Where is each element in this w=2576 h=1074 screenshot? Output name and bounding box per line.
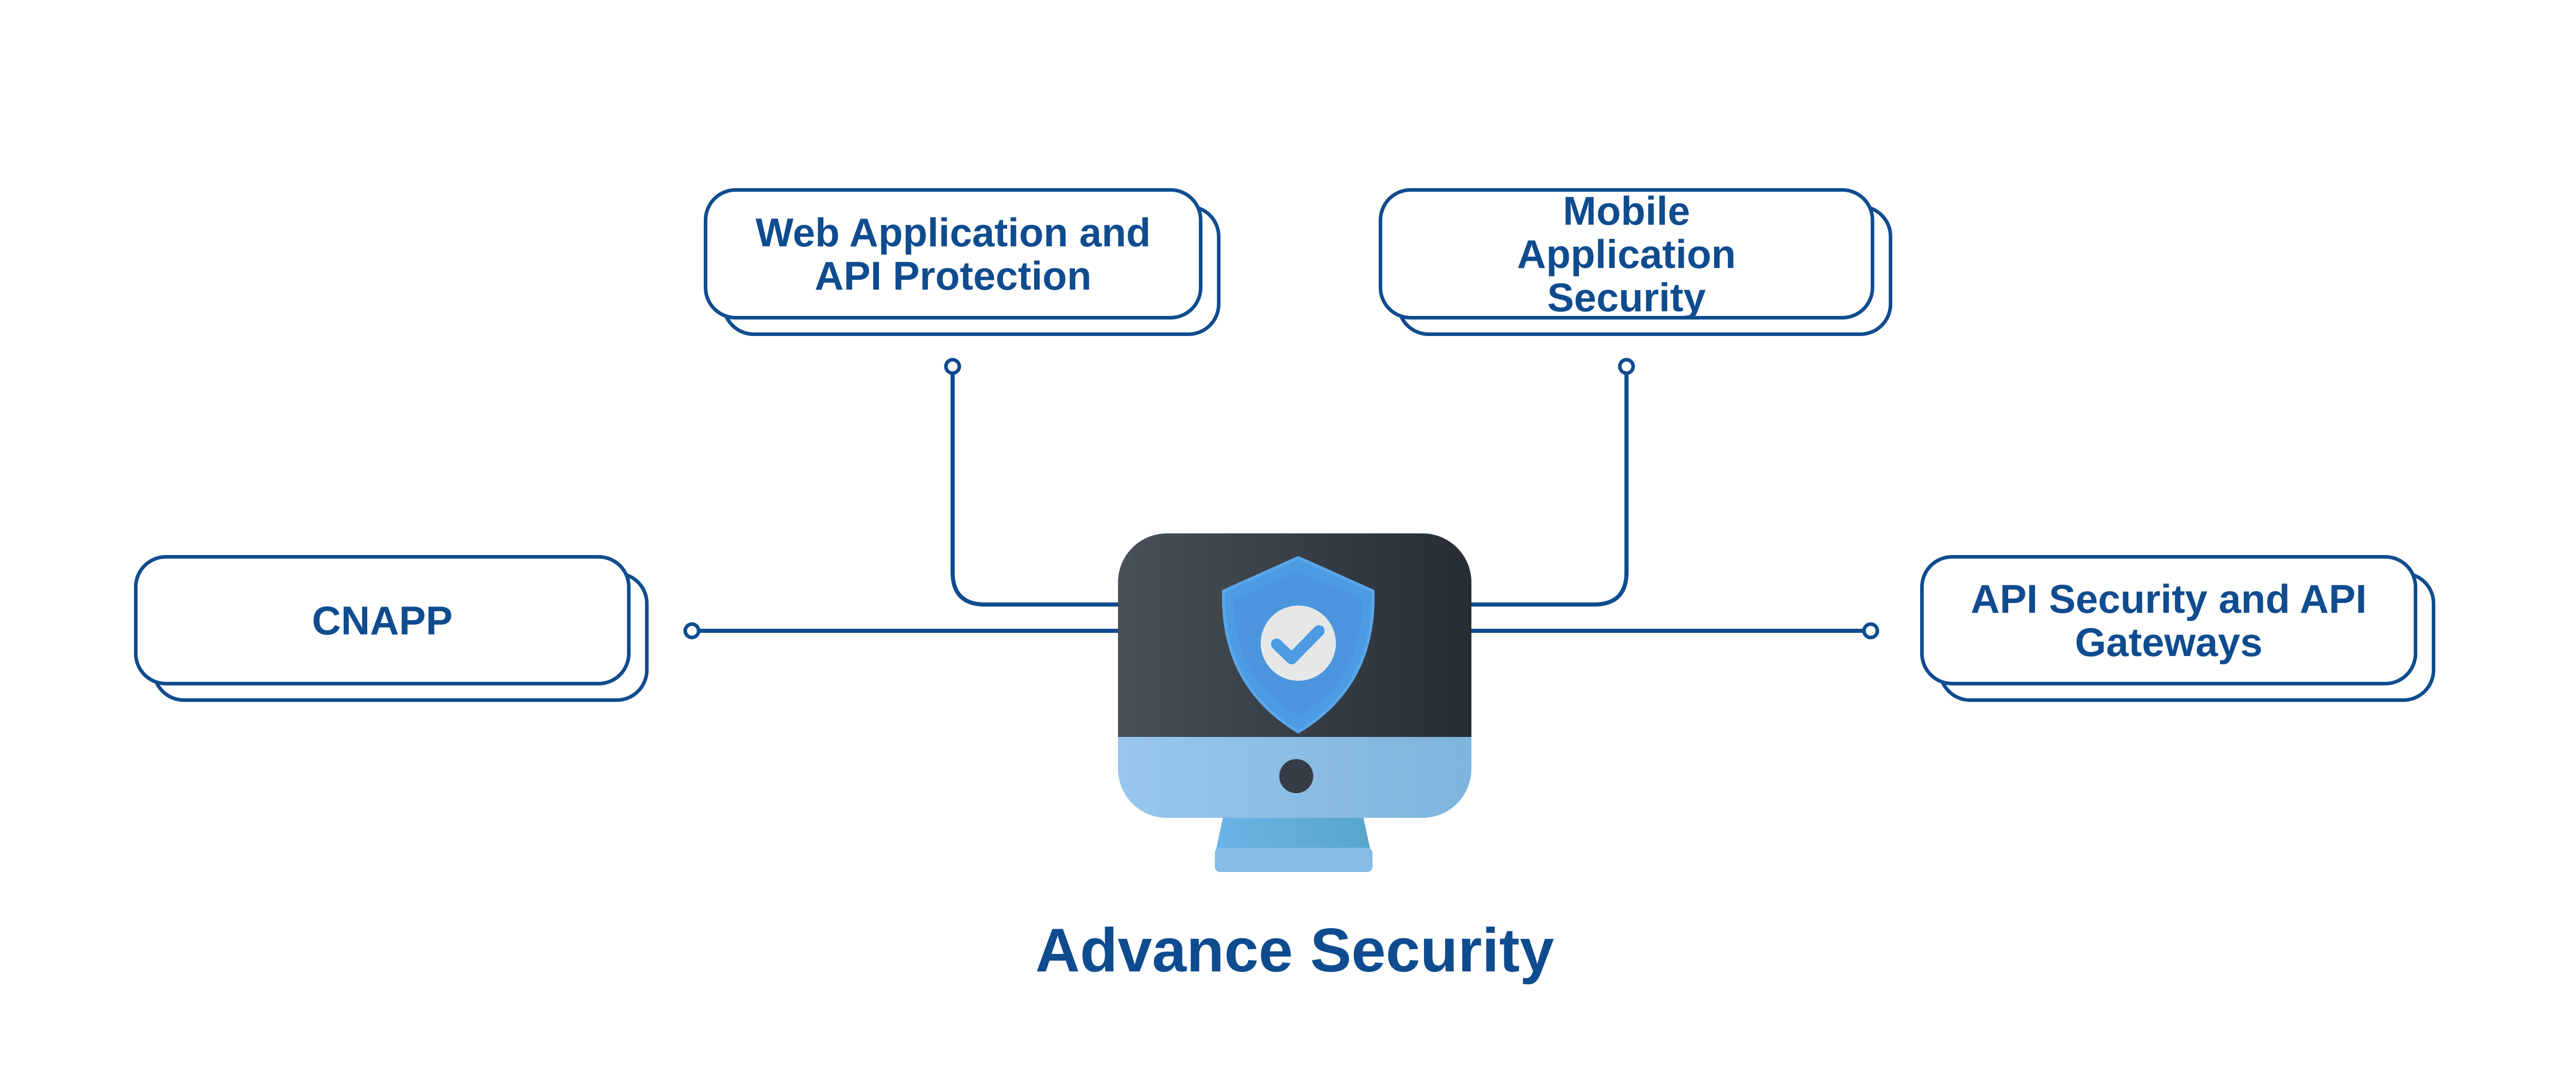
pin-api (1862, 622, 1879, 640)
shield-icon (1222, 556, 1375, 734)
node-mobile-application-security: Mobile Application Security (1379, 188, 1892, 336)
node-label: API Security and API Gateways (1971, 576, 2367, 665)
checkmark-icon (1271, 625, 1325, 664)
monitor-button (1279, 759, 1313, 793)
monitor-base (1215, 848, 1372, 872)
node-api-security-gateways: API Security and API Gateways (1920, 555, 2435, 702)
node-web-application-api-protection: Web Application and API Protection (704, 188, 1221, 336)
pin-cnapp (683, 622, 701, 640)
diagram-title: Advance Security (1035, 916, 1554, 985)
pin-mobile (1618, 358, 1635, 375)
node-label: Web Application and API Protection (755, 209, 1151, 298)
node-cnapp: CNAPP (134, 555, 649, 702)
node-label: CNAPP (312, 597, 453, 643)
node-label: Mobile Application Security (1517, 188, 1736, 320)
pin-web (944, 358, 961, 375)
connector-web (951, 372, 1121, 607)
monitor-stand (1216, 814, 1370, 850)
monitor-icon (1118, 533, 1471, 872)
connector-mobile (1468, 372, 1629, 607)
